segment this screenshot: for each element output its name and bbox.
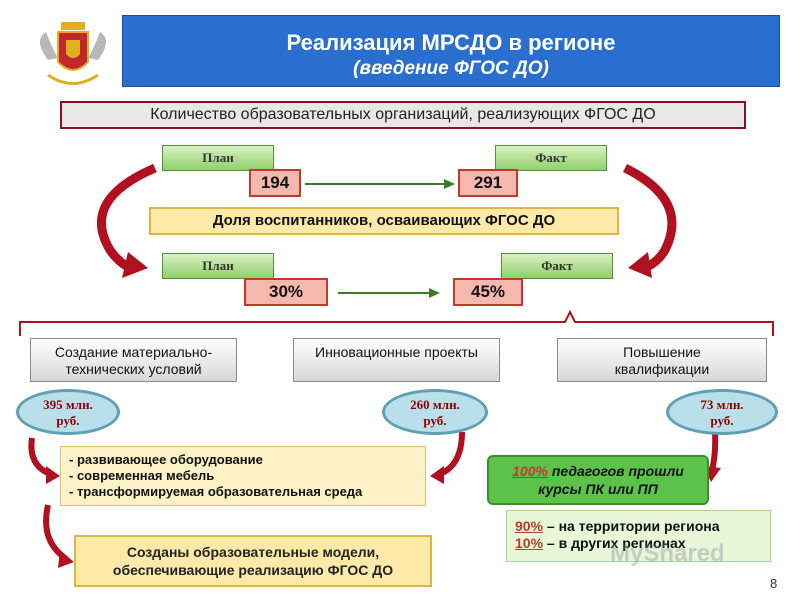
amount-value: 395 млн. руб. — [43, 397, 93, 428]
page-subtitle: (введение ФГОС ДО) — [353, 58, 549, 79]
direction-material: Создание материально-технических условий — [30, 338, 237, 382]
region-percent: 90% — [515, 518, 544, 534]
list-item: - развивающее оборудование — [69, 452, 263, 467]
plan-value-2: 30% — [244, 278, 328, 306]
list-item: - современная мебель — [69, 468, 215, 483]
region-text: – на территории региона — [543, 518, 720, 534]
section-header-share: Доля воспитанников, осваивающих ФГОС ДО — [149, 207, 619, 235]
direction-label: Повышение квалификации — [614, 344, 710, 377]
page-title: Реализация МРСДО в регионе — [286, 30, 616, 55]
list-item: - трансформируемая образовательная среда — [69, 484, 363, 499]
other-text: – в других регионах — [543, 535, 686, 551]
fact-label-2: Факт — [501, 253, 613, 279]
fact-value-2: 45% — [453, 278, 523, 306]
equipment-list: - развивающее оборудование - современная… — [60, 446, 426, 506]
direction-innovation: Инновационные проекты — [293, 338, 500, 382]
plan-value-1: 194 — [249, 169, 301, 197]
fact-value-1: 291 — [458, 169, 518, 197]
direction-qualification: Повышение квалификации — [557, 338, 767, 382]
region-breakdown: 90% – на территории региона 10% – в друг… — [506, 510, 771, 562]
plan-label-1: План — [162, 145, 274, 171]
region-row: 90% – на территории региона — [515, 518, 762, 535]
amount-badge: 73 млн. руб. — [666, 389, 778, 435]
amount-badge: 260 млн. руб. — [382, 389, 488, 435]
section-header-organizations: Количество образовательных организаций, … — [60, 101, 746, 129]
other-row: 10% – в других регионах — [515, 535, 762, 552]
other-percent: 10% — [515, 535, 544, 551]
direction-label: Инновационные проекты — [315, 344, 478, 360]
coat-of-arms-logo — [28, 10, 118, 95]
watermark: MyShared — [610, 540, 725, 567]
amount-value: 73 млн. руб. — [700, 397, 744, 428]
fact-label-1: Факт — [495, 145, 607, 171]
amount-value: 260 млн. руб. — [410, 397, 460, 428]
amount-badge: 395 млн. руб. — [16, 389, 120, 435]
slide-number: 8 — [770, 576, 778, 591]
plan-label-2: План — [162, 253, 274, 279]
models-box: Созданы образовательные модели, обеспечи… — [74, 535, 432, 587]
direction-label: Создание материально-технических условий — [54, 344, 213, 377]
training-percent: 100% — [512, 463, 548, 479]
training-text: педагогов прошли курсы ПК или ПП — [538, 463, 684, 497]
title-banner: Реализация МРСДО в регионе (введение ФГО… — [122, 15, 780, 87]
training-callout: 100% педагогов прошли курсы ПК или ПП — [487, 455, 709, 505]
